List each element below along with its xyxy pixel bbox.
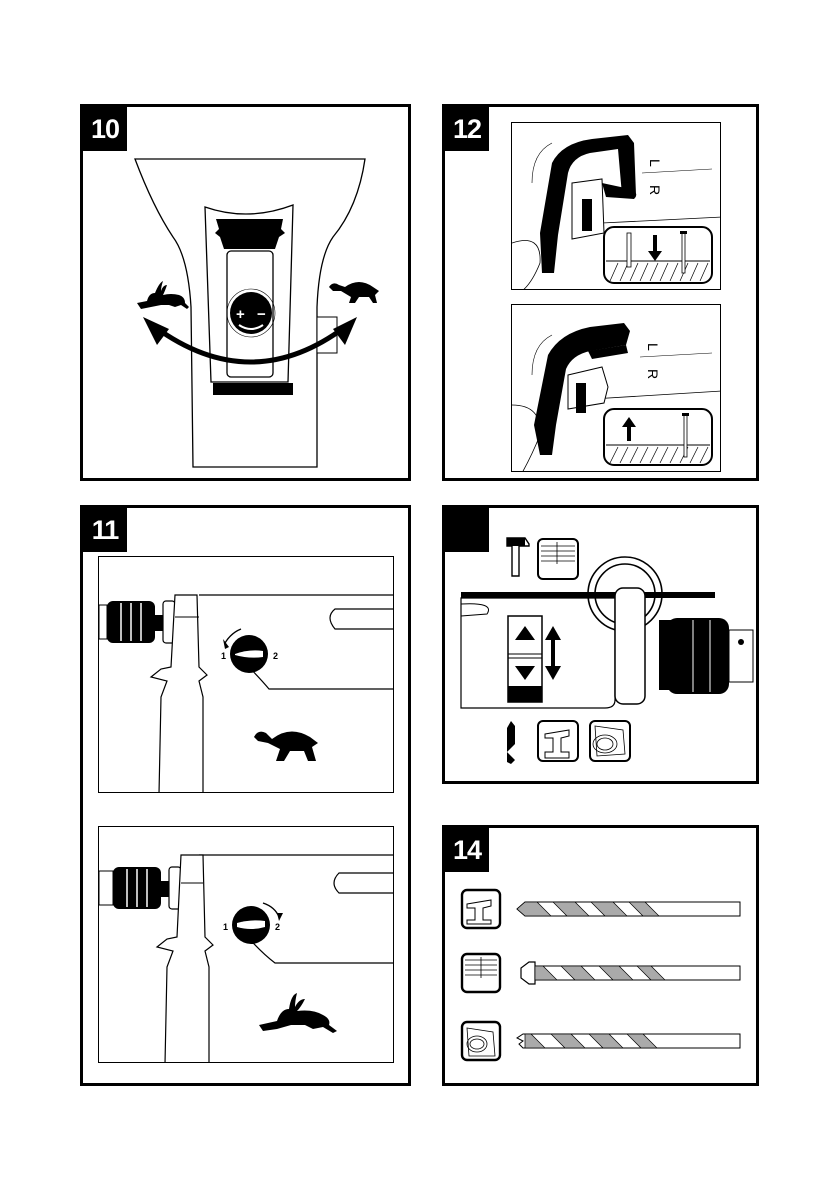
mode-switch [507,615,543,703]
side-handle [149,594,208,792]
arrow-up-icon [622,417,636,441]
gear-selector-low-speed-subfigure: 1 2 [98,556,394,793]
gear-position-2: 2 [275,922,280,932]
drilling-direction-inset [603,408,713,466]
figure-10-panel: 10 + − [80,104,411,481]
screw-icon [680,231,687,274]
direction-label-l: L [647,159,663,167]
arrow-up-icon [515,626,535,640]
reverse-lever [588,345,628,359]
plus-symbol: + [236,306,245,323]
tortoise-icon [329,282,379,303]
steel-beam-icon [537,720,579,762]
gear-selector-dial-icon [223,628,268,673]
reverse-switch-right-subfigure: L R [511,304,721,472]
gear-position-2: 2 [273,651,278,661]
housing-cap [215,219,285,249]
double-arrow-icon [545,626,561,680]
reverse-switch-left-subfigure: L R [511,122,721,290]
arrow-down-icon [515,666,535,680]
reverse-lever [602,183,637,199]
speed-dial-icon: + − [226,288,276,338]
arrow-down-icon [648,235,662,261]
minus-symbol: − [257,306,266,323]
drill-chuck [667,618,729,694]
curved-double-arrow-icon [153,324,347,365]
figure-number-label: 14 [445,828,489,872]
direction-label-r: R [647,185,663,195]
speed-dial-illustration: + − [134,158,379,468]
hare-icon [259,993,337,1033]
masonry-icon [460,952,502,994]
side-handle [155,854,214,1062]
direction-label-l: L [645,343,661,351]
wood-icon [460,1020,502,1062]
wood-icon [589,720,631,762]
tortoise-icon [254,731,318,761]
drill-bit-icon [507,721,515,764]
drilling-direction-inset [603,226,713,284]
steel-beam-icon [460,888,502,930]
wood-drill-bit [516,1033,741,1049]
switch-housing [534,323,630,455]
hare-icon [137,281,189,309]
figure-13-panel [442,505,759,784]
gear-selector-high-speed-subfigure: 1 2 [98,826,394,1063]
hammer-icon [506,537,530,577]
screw-icon [682,413,689,458]
figure-number-label: 12 [445,107,489,151]
gear-position-1: 1 [223,922,228,932]
masonry-drill-bit [520,961,741,985]
masonry-icon [537,538,579,580]
gear-position-1: 1 [221,651,226,661]
figure-number-label: 11 [83,508,127,552]
gear-selector-dial-icon [232,902,283,944]
figure-12-panel: 12 L R [442,104,759,481]
direction-label-r: R [645,369,661,379]
figure-11-panel: 11 1 2 [80,505,411,1086]
switch-housing [540,135,636,273]
metal-drill-bit [516,901,741,917]
figure-14-panel: 14 [442,825,759,1086]
figure-number-label [445,508,489,552]
figure-number-label: 10 [83,107,127,151]
